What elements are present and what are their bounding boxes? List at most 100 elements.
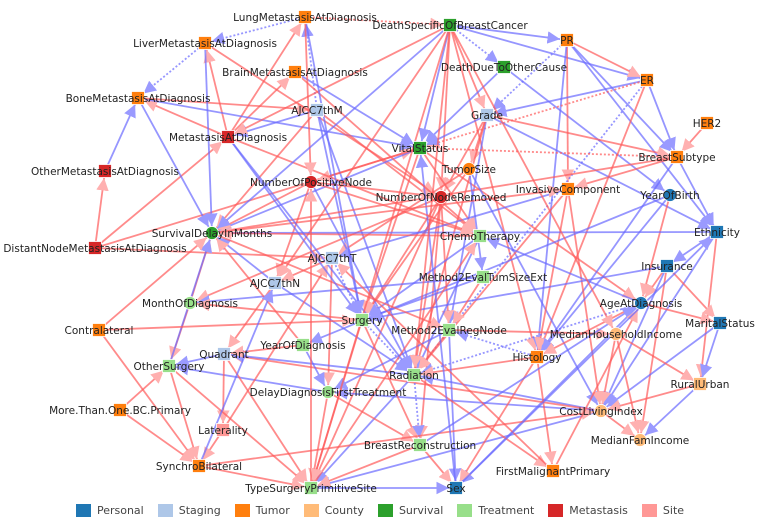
node-NumberOfPositiveNode[interactable]: NumberOfPositiveNode	[250, 175, 372, 190]
node-YearOfBirth[interactable]: YearOfBirth	[639, 188, 700, 203]
node-marker[interactable]	[413, 438, 427, 452]
node-marker[interactable]	[546, 464, 560, 478]
node-CostLivingIndex[interactable]: CostLivingIndex	[559, 404, 643, 419]
node-VitalStatus[interactable]: VitalStatus	[392, 141, 449, 156]
node-marker[interactable]	[325, 251, 339, 265]
node-marker[interactable]	[530, 350, 544, 364]
node-marker[interactable]	[480, 108, 494, 122]
node-marker[interactable]	[216, 423, 230, 437]
node-marker[interactable]	[304, 175, 318, 189]
node-marker[interactable]	[663, 188, 677, 202]
node-DeathDueToOtherCause[interactable]: DeathDueToOtherCause	[441, 60, 567, 75]
node-BreastReconstruction[interactable]: BreastReconstruction	[364, 438, 476, 453]
node-Surgery[interactable]: Surgery	[341, 313, 383, 328]
node-DelayDiagnosisFirstTreatment[interactable]: DelayDiagnosisFirstTreatment	[250, 385, 407, 400]
node-marker[interactable]	[476, 270, 490, 284]
node-Histology[interactable]: Histology	[512, 350, 562, 365]
node-MaritalStatus[interactable]: MaritalStatus	[685, 316, 755, 331]
node-AgeAtDiagnosis[interactable]: AgeAtDiagnosis	[600, 296, 682, 311]
node-Sex[interactable]: Sex	[446, 481, 466, 496]
node-marker[interactable]	[288, 65, 302, 79]
node-marker[interactable]	[609, 327, 623, 341]
node-marker[interactable]	[296, 338, 310, 352]
node-Grade[interactable]: Grade	[471, 108, 503, 123]
node-marker[interactable]	[561, 182, 575, 196]
node-marker[interactable]	[183, 296, 197, 310]
node-marker[interactable]	[217, 347, 231, 361]
node-SynchroBilateral[interactable]: SynchroBilateral	[156, 459, 242, 474]
node-AJCC7thN[interactable]: AJCC7thN	[250, 276, 300, 291]
node-LiverMetastasisAtDiagnosis[interactable]: LiverMetastasisAtDiagnosis	[133, 36, 277, 51]
node-marker[interactable]	[560, 33, 574, 47]
node-marker[interactable]	[473, 229, 487, 243]
node-marker[interactable]	[221, 130, 235, 144]
node-TypeSurgeryPrimitiveSite[interactable]: TypeSurgeryPrimitiveSite	[244, 481, 377, 496]
node-Quadrant[interactable]: Quadrant	[199, 347, 249, 362]
node-marker[interactable]	[700, 116, 714, 130]
node-marker[interactable]	[634, 296, 648, 310]
node-marker[interactable]	[449, 481, 463, 495]
node-Insurance[interactable]: Insurance	[641, 259, 693, 274]
node-LungMetastasisAtDiagnosis[interactable]: LungMetastasisAtDiagnosis	[233, 10, 377, 25]
node-marker[interactable]	[268, 276, 282, 290]
node-MedianFamIncome[interactable]: MedianFamIncome	[591, 433, 690, 448]
node-MedianHouseholdIncome[interactable]: MedianHouseholdIncome	[550, 327, 682, 342]
node-marker[interactable]	[113, 403, 127, 417]
node-marker[interactable]	[355, 313, 369, 327]
node-OtherSurgery[interactable]: OtherSurgery	[134, 359, 205, 374]
node-MonthOfDiagnosis[interactable]: MonthOfDiagnosis	[142, 296, 238, 311]
node-marker[interactable]	[298, 10, 312, 24]
node-marker[interactable]	[443, 18, 457, 32]
node-marker[interactable]	[713, 316, 727, 330]
node-marker[interactable]	[660, 259, 674, 273]
node-marker[interactable]	[407, 368, 421, 382]
node-marker[interactable]	[192, 459, 206, 473]
node-MetastasisAtDiagnosis[interactable]: MetastasisAtDiagnosis	[169, 130, 287, 145]
node-marker[interactable]	[131, 91, 145, 105]
node-marker[interactable]	[594, 404, 608, 418]
node-marker[interactable]	[304, 481, 318, 495]
node-NumberOfNodeRemoved[interactable]: NumberOfNodeRemoved	[376, 190, 507, 205]
node-marker[interactable]	[198, 36, 212, 50]
node-marker[interactable]	[710, 225, 724, 239]
node-marker[interactable]	[92, 323, 106, 337]
node-FirstMalignantPrimary[interactable]: FirstMalignantPrimary	[496, 464, 611, 479]
node-DeathSpecificOfBreastCancer[interactable]: DeathSpecificOfBreastCancer	[372, 18, 528, 33]
node-marker[interactable]	[434, 190, 448, 204]
node-ChemoTherapy[interactable]: ChemoTherapy	[440, 229, 520, 244]
node-Radiation[interactable]: Radiation	[389, 368, 439, 383]
node-marker[interactable]	[693, 377, 707, 391]
node-marker[interactable]	[670, 150, 684, 164]
node-Method2EvalRegNode[interactable]: Method2EvalRegNode	[391, 323, 507, 338]
node-RuralUrban[interactable]: RuralUrban	[671, 377, 730, 392]
node-marker[interactable]	[162, 359, 176, 373]
node-TumorSize[interactable]: TumorSize	[441, 162, 496, 177]
node-marker[interactable]	[633, 433, 647, 447]
node-BrainMetastasisAtDiagnosis[interactable]: BrainMetastasisAtDiagnosis	[222, 65, 368, 80]
node-marker[interactable]	[442, 323, 456, 337]
node-PR[interactable]: PR	[560, 33, 574, 48]
node-marker[interactable]	[310, 103, 324, 117]
node-BoneMetastasisAtDiagnosis[interactable]: BoneMetastasisAtDiagnosis	[66, 91, 211, 106]
node-marker[interactable]	[321, 385, 335, 399]
node-marker[interactable]	[462, 162, 476, 176]
node-OtherMetastasisAtDiagnosis[interactable]: OtherMetastasisAtDiagnosis	[31, 164, 179, 179]
node-SurvivalDelayInMonths[interactable]: SurvivalDelayInMonths	[152, 226, 273, 241]
node-Contralateral[interactable]: Contralateral	[65, 323, 134, 338]
node-HER2[interactable]: HER2	[693, 116, 722, 131]
node-AJCC7thM[interactable]: AJCC7thM	[291, 103, 343, 118]
node-Ethnicity[interactable]: Ethnicity	[694, 225, 740, 240]
node-AJCC7thT[interactable]: AJCC7thT	[308, 251, 357, 266]
node-marker[interactable]	[413, 141, 427, 155]
node-YearOfDiagnosis[interactable]: YearOfDiagnosis	[259, 338, 346, 353]
node-marker[interactable]	[88, 241, 102, 255]
node-Laterality[interactable]: Laterality	[198, 423, 248, 438]
node-DistantNodeMetastasisAtDiagnosis[interactable]: DistantNodeMetastasisAtDiagnosis	[3, 241, 187, 256]
node-More.Than.One.BC.Primary[interactable]: More.Than.One.BC.Primary	[49, 403, 191, 418]
node-ER[interactable]: ER	[640, 73, 654, 88]
node-Method2EvalTumSizeExt[interactable]: Method2EvalTumSizeExt	[419, 270, 547, 285]
node-marker[interactable]	[497, 60, 511, 74]
node-InvasiveComponent[interactable]: InvasiveComponent	[516, 182, 620, 197]
node-marker[interactable]	[205, 226, 219, 240]
node-BreastSubtype[interactable]: BreastSubtype	[638, 150, 716, 165]
